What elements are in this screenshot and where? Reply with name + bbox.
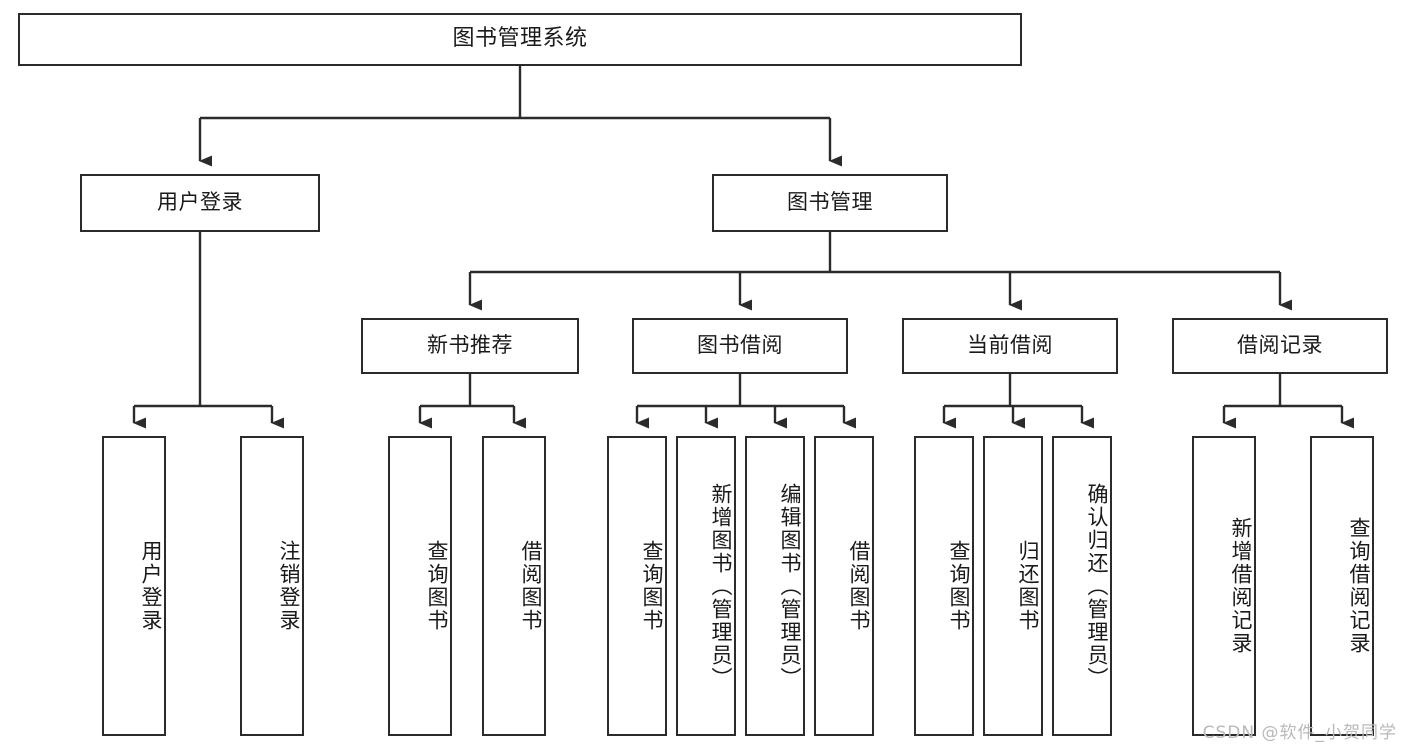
node-label: 新书推荐	[427, 333, 513, 358]
node-label: 用户登录	[157, 190, 243, 215]
node-label: 借阅记录	[1237, 333, 1323, 358]
node-label: 用户登录	[139, 540, 163, 632]
node-login[interactable]: 用户登录	[80, 174, 320, 232]
node-label: 查询图书	[425, 540, 449, 632]
node-label: 图书管理	[787, 190, 873, 215]
node-l_addrec[interactable]: 新增借阅记录	[1192, 436, 1256, 736]
node-l_qbook1[interactable]: 查询图书	[388, 436, 452, 736]
node-current[interactable]: 当前借阅	[902, 318, 1118, 374]
node-label: 注销登录	[277, 540, 301, 632]
node-label: 新增借阅记录	[1229, 517, 1253, 655]
node-l_qrec[interactable]: 查询借阅记录	[1310, 436, 1374, 736]
node-l_addbook[interactable]: 新增图书（管理员）	[676, 436, 736, 736]
node-label: 查询图书	[640, 540, 664, 632]
node-l_login[interactable]: 用户登录	[102, 436, 166, 736]
node-l_qbook2[interactable]: 查询图书	[607, 436, 667, 736]
node-label: 当前借阅	[967, 333, 1053, 358]
node-l_logout[interactable]: 注销登录	[240, 436, 304, 736]
node-l_qbook3[interactable]: 查询图书	[914, 436, 974, 736]
node-l_editbook[interactable]: 编辑图书（管理员）	[745, 436, 805, 736]
node-records[interactable]: 借阅记录	[1172, 318, 1388, 374]
node-l_bbook1[interactable]: 借阅图书	[482, 436, 546, 736]
node-label: 查询借阅记录	[1347, 517, 1371, 655]
node-label: 图书管理系统	[452, 26, 588, 52]
node-newbook[interactable]: 新书推荐	[361, 318, 579, 374]
node-label: 借阅图书	[847, 540, 871, 632]
node-label: 确认归还（管理员）	[1085, 482, 1109, 690]
node-label: 新增图书（管理员）	[709, 482, 733, 690]
node-label: 查询图书	[947, 540, 971, 632]
node-label: 借阅图书	[519, 540, 543, 632]
watermark-label: CSDN @软件_小贺同学	[1202, 723, 1397, 743]
node-label: 图书借阅	[697, 333, 783, 358]
node-borrow[interactable]: 图书借阅	[632, 318, 848, 374]
node-l_bbook2[interactable]: 借阅图书	[814, 436, 874, 736]
node-l_return[interactable]: 归还图书	[983, 436, 1043, 736]
node-l_confirm[interactable]: 确认归还（管理员）	[1052, 436, 1112, 736]
node-bookmgmt[interactable]: 图书管理	[712, 174, 948, 232]
node-label: 编辑图书（管理员）	[778, 482, 802, 690]
node-label: 归还图书	[1016, 540, 1040, 632]
node-root[interactable]: 图书管理系统	[18, 13, 1022, 66]
